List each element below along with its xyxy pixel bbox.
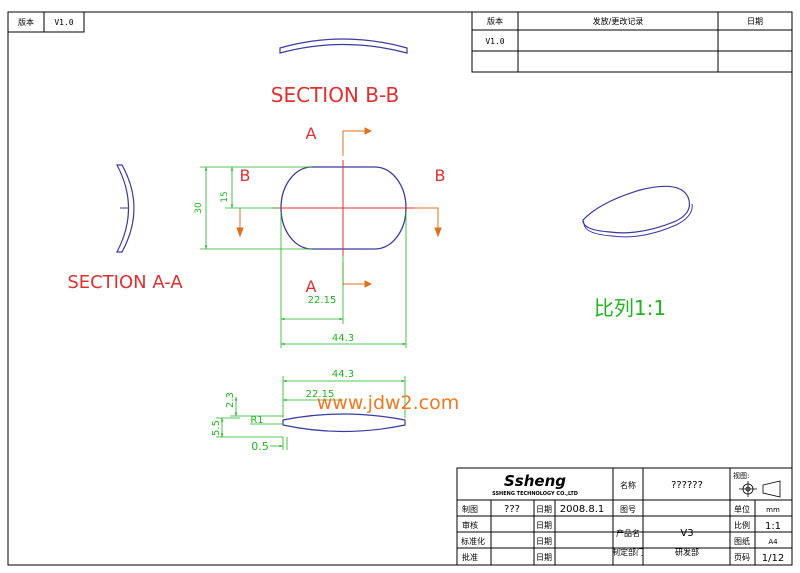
rev-header-date: 日期 xyxy=(747,17,763,26)
paper-value: A4 xyxy=(768,538,778,546)
dim-half-height: 15 xyxy=(220,191,230,202)
date-label: 日期 xyxy=(536,505,552,514)
paper-label: 图纸 xyxy=(734,536,750,546)
company-logo: Ssheng xyxy=(504,472,566,490)
dim-half-width: 22.15 xyxy=(308,295,337,306)
standard-label: 标准化 xyxy=(461,536,485,546)
unit-value: mm xyxy=(766,506,780,514)
product-label: 产品名 xyxy=(616,528,640,538)
isometric-view: 比列1:1 xyxy=(582,185,693,320)
review-date-label: 日期 xyxy=(536,521,552,530)
marker-b-right: B xyxy=(435,166,446,185)
date-value: 2008.8.1 xyxy=(560,504,605,515)
approve-date-label: 日期 xyxy=(536,553,552,562)
section-bb-view: SECTION B-B xyxy=(271,38,408,107)
marker-a-bottom: A xyxy=(306,277,317,296)
section-bb-title: SECTION B-B xyxy=(271,83,399,107)
isometric-scale-label: 比列1:1 xyxy=(594,296,666,320)
drawn-value: ??? xyxy=(504,504,520,515)
company-logo-sub: SSHENG TECHNOLOGY CO.,LTD xyxy=(492,491,578,497)
page-value: 1/12 xyxy=(762,553,784,564)
title-block xyxy=(456,467,793,566)
side-view: 44.3 22.15 2.3 R1 5.5 0.5 xyxy=(211,369,406,453)
dim-thickness: 2.3 xyxy=(225,392,236,408)
rev-header-record: 发放/更改记录 xyxy=(593,16,644,26)
unit-label: 单位 xyxy=(734,504,750,514)
page-border xyxy=(7,11,793,566)
dim-radius: R1 xyxy=(250,415,263,426)
version-label: 版本 xyxy=(18,17,34,27)
standard-date-label: 日期 xyxy=(536,537,552,546)
version-value: V1.0 xyxy=(54,18,73,27)
product-value: V3 xyxy=(680,528,693,539)
view-label: 视图: xyxy=(733,471,749,480)
revision-table: 版本 发放/更改记录 日期 V1.0 xyxy=(471,11,793,73)
drawing-no-label: 图号 xyxy=(620,505,636,514)
dim-edge: 0.5 xyxy=(251,440,269,453)
section-aa-view: SECTION A-A xyxy=(67,164,183,293)
marker-b-left: B xyxy=(240,166,251,185)
plan-view: A A B B 30 15 22.1 xyxy=(194,124,445,348)
marker-a-top: A xyxy=(306,124,317,143)
dim-height-5-5: 5.5 xyxy=(211,420,222,436)
rev-row1-version: V1.0 xyxy=(485,37,504,46)
dept-value: 研发部 xyxy=(675,547,699,557)
page-label: 页码 xyxy=(734,553,750,562)
side-profile xyxy=(282,413,406,433)
dept-label: 制定部门 xyxy=(612,547,644,557)
plan-dimensions xyxy=(200,166,407,348)
dim-height: 30 xyxy=(194,202,204,214)
scale-value: 1:1 xyxy=(765,521,781,532)
review-label: 审核 xyxy=(462,520,478,530)
name-value: ?????? xyxy=(671,480,703,491)
title-block-text: Ssheng SSHENG TECHNOLOGY CO.,LTD 名称 ????… xyxy=(461,471,784,564)
name-label: 名称 xyxy=(620,480,636,490)
watermark: www.jdw2.com xyxy=(317,392,460,414)
top-left-version-block: 版本 V1.0 xyxy=(7,11,85,33)
dim-width: 44.3 xyxy=(332,333,354,344)
scale-label: 比例 xyxy=(734,520,750,530)
projection-symbol-icon xyxy=(739,480,781,498)
section-aa-title: SECTION A-A xyxy=(67,272,183,293)
dim-bottom-width: 44.3 xyxy=(332,369,354,380)
approve-label: 批准 xyxy=(462,552,478,562)
drawn-label: 制图 xyxy=(462,504,478,514)
dim-bottom-half: 22.15 xyxy=(306,389,335,400)
lens-outline xyxy=(280,166,407,250)
side-dimensions xyxy=(216,376,406,450)
rev-header-version: 版本 xyxy=(487,16,503,26)
